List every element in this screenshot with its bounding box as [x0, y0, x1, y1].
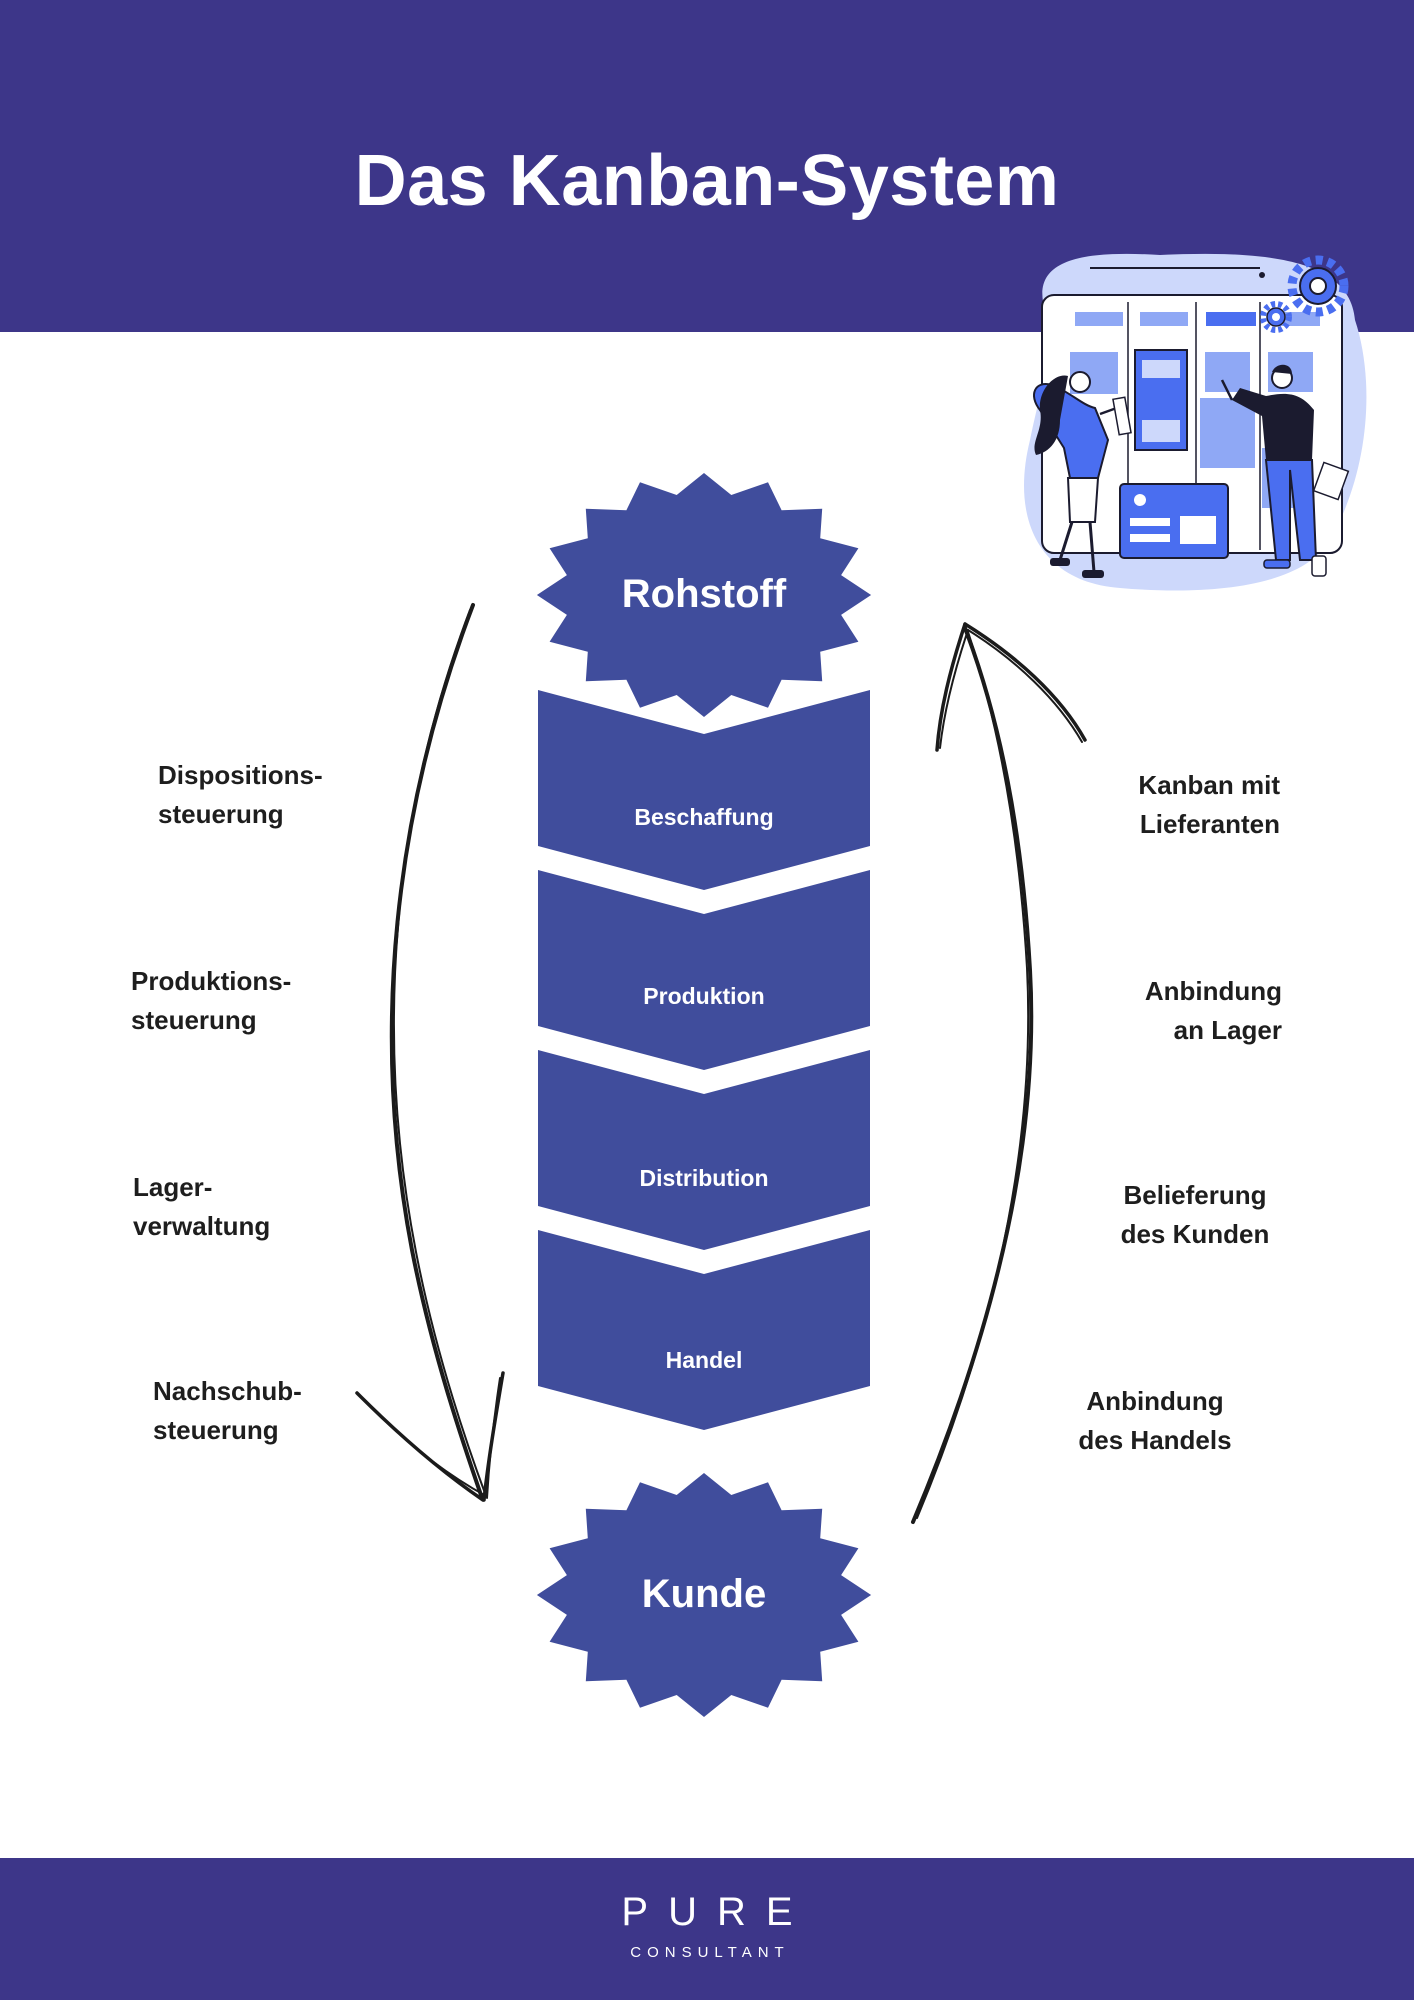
end-node-label: Kunde	[641, 1572, 767, 1616]
right-label-anbindung-handel: Anbindung des Handels	[1078, 1386, 1232, 1455]
start-node-label: Rohstoff	[621, 572, 787, 616]
kanban-board-illustration	[1024, 253, 1367, 591]
right-label-anbindung-lager: Anbindung an Lager	[1144, 976, 1282, 1045]
left-label-produktionssteuerung: Produktions- steuerung	[131, 966, 292, 1035]
footer-band	[0, 1858, 1414, 2000]
left-arrow	[355, 603, 505, 1502]
gear-icon	[1260, 255, 1349, 333]
left-label-nachschubsteuerung: Nachschub- steuerung	[153, 1376, 302, 1445]
chevron-beschaffung	[538, 690, 870, 890]
footer-brand-tagline: CONSULTANT	[630, 1944, 790, 1961]
start-node-shape	[536, 473, 872, 717]
stage-label-handel: Handel	[665, 1347, 743, 1373]
stage-label-beschaffung: Beschaffung	[634, 804, 774, 830]
right-label-belieferung-kunden: Belieferung des Kunden	[1120, 1180, 1270, 1249]
chevron-handel	[538, 1230, 870, 1430]
end-node-shape	[536, 1473, 872, 1717]
page-title: Das Kanban-System	[354, 141, 1060, 221]
right-label-kanban-lieferanten: Kanban mit Lieferanten	[1138, 770, 1280, 839]
stage-label-produktion: Produktion	[643, 983, 765, 1009]
footer-brand-logo: PURE	[621, 1890, 813, 1934]
right-arrow	[911, 622, 1087, 1524]
chevron-produktion	[538, 870, 870, 1070]
left-label-dispositionssteuerung: Dispositions- steuerung	[158, 760, 323, 829]
chevron-distribution	[538, 1050, 870, 1250]
stage-label-distribution: Distribution	[639, 1165, 769, 1191]
left-label-lagerverwaltung: Lager- verwaltung	[133, 1172, 271, 1241]
